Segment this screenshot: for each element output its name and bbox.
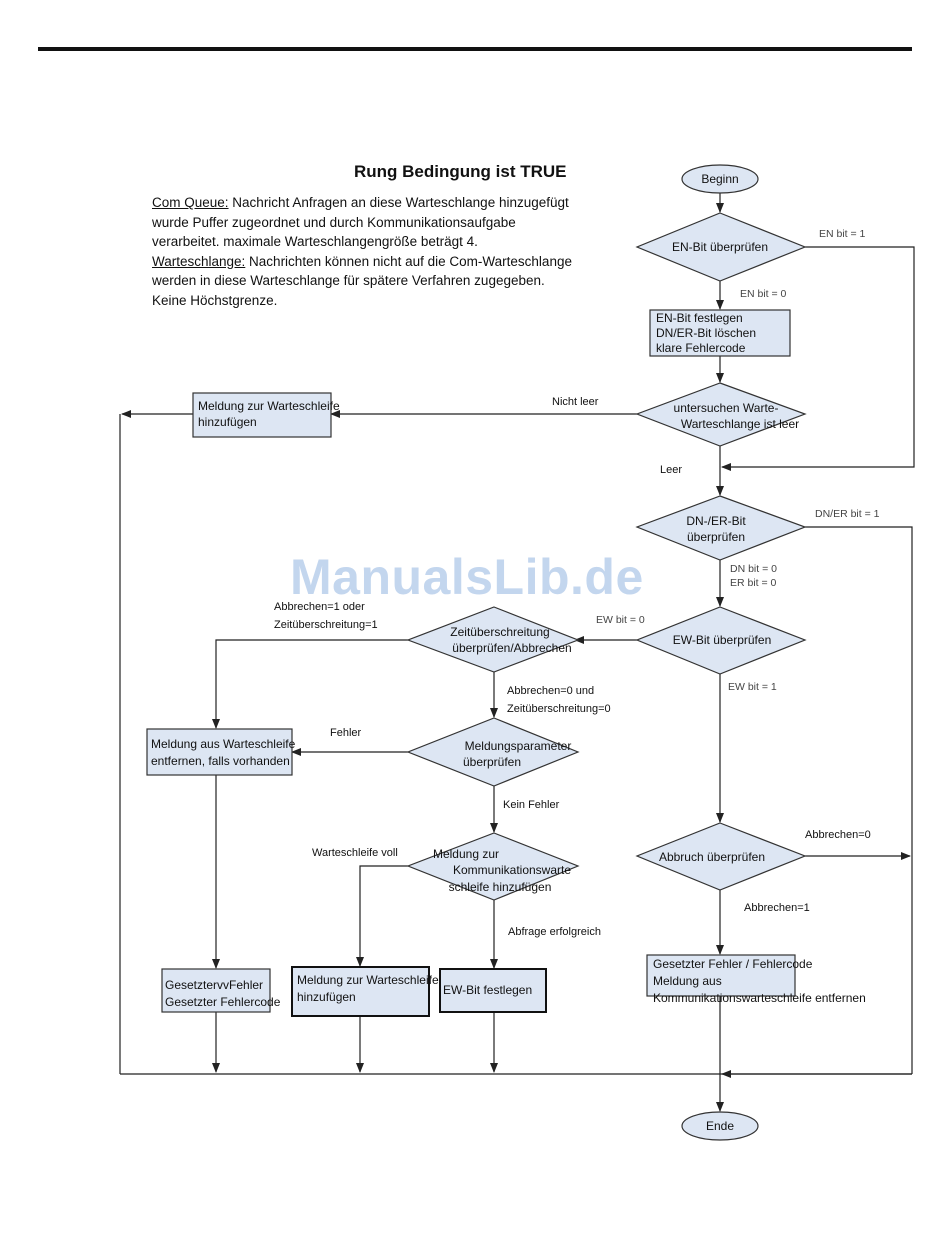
node-add-queue-top: Meldung zur Warteschleife hinzufügen xyxy=(192,392,340,438)
com-queue-term: Com Queue: xyxy=(152,195,229,210)
node-add-queue-bottom-line-2: hinzufügen xyxy=(297,990,356,1004)
node-set-error-line-2: Gesetzter Fehlercode xyxy=(165,995,281,1009)
node-add-queue-bottom: Meldung zur Warteschleife hinzufügen xyxy=(291,966,439,1017)
watermark: ManualsLib.de xyxy=(290,549,644,605)
label-abort-timeout-0-line-2: Zeitüberschreitung=0 xyxy=(507,703,611,715)
node-set-error-line-1: GesetztervvFehler xyxy=(165,978,263,992)
label-dn-0: DN bit = 0 xyxy=(730,563,777,575)
header-rule xyxy=(38,47,912,51)
node-remove-msg: Meldung aus Warteschleife entfernen, fal… xyxy=(146,728,296,776)
label-ew-0: EW bit = 0 xyxy=(596,614,645,626)
node-check-en-label: EN-Bit überprüfen xyxy=(672,240,768,254)
edge-en1 xyxy=(721,246,915,471)
node-check-dn-er-line-1: DN-/ER-Bit xyxy=(686,514,746,528)
node-start: Beginn xyxy=(681,164,759,194)
node-check-queue: untersuchen Warte- Warteschlange ist lee… xyxy=(635,382,807,447)
node-remove-msg-line-2: entfernen, falls vorhanden xyxy=(151,754,290,768)
node-end-label: Ende xyxy=(706,1119,734,1133)
edge-queue-full xyxy=(356,865,408,967)
node-check-timeout-line-1: Zeitüberschreitung xyxy=(450,625,549,639)
node-check-ew-label: EW-Bit überprüfen xyxy=(673,633,772,647)
connectors xyxy=(119,193,915,1112)
node-add-queue-bottom-line-1: Meldung zur Warteschleife xyxy=(297,973,439,987)
label-abort-timeout-0-line-1: Abbrechen=0 und xyxy=(507,685,594,697)
label-queue-full: Warteschleife voll xyxy=(312,847,398,859)
com-queue-text: Nachricht Anfragen an diese Warteschlang… xyxy=(152,195,569,249)
node-set-ew-label: EW-Bit festlegen xyxy=(443,983,532,997)
node-check-params-line-1: Meldungsparameter xyxy=(465,739,572,753)
label-abort-0: Abbrechen=0 xyxy=(805,829,871,841)
label-error: Fehler xyxy=(330,727,362,739)
node-remove-msg-line-1: Meldung aus Warteschleife xyxy=(151,737,296,751)
node-check-en: EN-Bit überprüfen xyxy=(635,212,807,282)
node-check-dn-er-line-2: überprüfen xyxy=(687,530,745,544)
edge-timeout1 xyxy=(212,639,408,729)
node-set-en-line-2: DN/ER-Bit löschen xyxy=(656,326,756,340)
node-start-label: Beginn xyxy=(701,172,738,186)
node-check-timeout: Zeitüberschreitung überprüfen/Abbrechen xyxy=(406,606,580,673)
node-set-ew: EW-Bit festlegen xyxy=(439,968,547,1013)
label-no-error: Kein Fehler xyxy=(503,799,560,811)
node-add-com-queue-line-3: schleife hinzufügen xyxy=(449,880,552,894)
flowchart-title: Rung Bedingung ist TRUE xyxy=(354,162,567,181)
label-dn-er-1: DN/ER bit = 1 xyxy=(815,508,880,520)
label-abort-timeout-1-line-2: Zeitüberschreitung=1 xyxy=(274,619,378,631)
label-ew-1: EW bit = 1 xyxy=(728,681,777,693)
node-set-en-line-1: EN-Bit festlegen xyxy=(656,311,743,325)
node-add-com-queue-line-2: Kommunikationswarte xyxy=(453,863,571,877)
node-set-error-remove-line-3: Kommunikationswarteschleife entfernen xyxy=(653,991,866,1005)
label-abort-1: Abbrechen=1 xyxy=(744,902,810,914)
node-check-abort: Abbruch überprüfen xyxy=(635,822,807,891)
edge-dn-er1 xyxy=(805,526,913,1074)
label-en-1: EN bit = 1 xyxy=(819,228,866,240)
queue-term: Warteschlange: xyxy=(152,253,246,269)
node-set-en-line-3: klare Fehlercode xyxy=(656,341,746,355)
node-set-error: GesetztervvFehler Gesetzter Fehlercode xyxy=(161,968,281,1013)
node-check-queue-line-2: Warteschlange ist leer xyxy=(681,417,799,431)
label-empty: Leer xyxy=(660,464,682,476)
node-add-com-queue-line-1: Meldung zur xyxy=(433,847,499,861)
node-set-error-remove-line-2: Meldung aus xyxy=(653,974,722,988)
label-er-0: ER bit = 0 xyxy=(730,577,777,589)
node-check-ew: EW-Bit überprüfen xyxy=(635,606,807,675)
node-set-error-remove-line-1: Gesetzter Fehler / Fehlercode xyxy=(653,957,813,971)
label-request-ok: Abfrage erfolgreich xyxy=(508,926,601,938)
node-end: Ende xyxy=(681,1111,759,1141)
node-check-params: Meldungsparameter überprüfen xyxy=(406,717,580,787)
node-set-en: EN-Bit festlegen DN/ER-Bit löschen klare… xyxy=(649,309,791,357)
node-check-timeout-line-2: überprüfen/Abbrechen xyxy=(452,641,571,655)
node-add-queue-top-line-1: Meldung zur Warteschleife xyxy=(198,399,340,413)
intro-text: Com Queue: Nachricht Anfragen an diese W… xyxy=(152,193,572,310)
node-add-com-queue: Meldung zur Kommunikationswarte schleife… xyxy=(406,832,580,901)
label-abort-timeout-1-line-1: Abbrechen=1 oder xyxy=(274,601,365,613)
node-check-dn-er: DN-/ER-Bit überprüfen xyxy=(635,495,807,561)
node-set-error-remove: Gesetzter Fehler / Fehlercode Meldung au… xyxy=(646,954,866,1005)
node-check-abort-label: Abbruch überprüfen xyxy=(659,850,765,864)
node-add-queue-top-line-2: hinzufügen xyxy=(198,415,257,429)
label-not-empty: Nicht leer xyxy=(552,396,599,408)
edge-labels: EN bit = 1 EN bit = 0 Nicht leer Leer DN… xyxy=(274,228,880,938)
node-check-queue-line-1: untersuchen Warte- xyxy=(674,401,779,415)
node-check-params-line-2: überprüfen xyxy=(463,755,521,769)
label-en-0: EN bit = 0 xyxy=(740,288,787,300)
queue-text: Nachrichten können nicht auf die Com-War… xyxy=(152,253,572,308)
